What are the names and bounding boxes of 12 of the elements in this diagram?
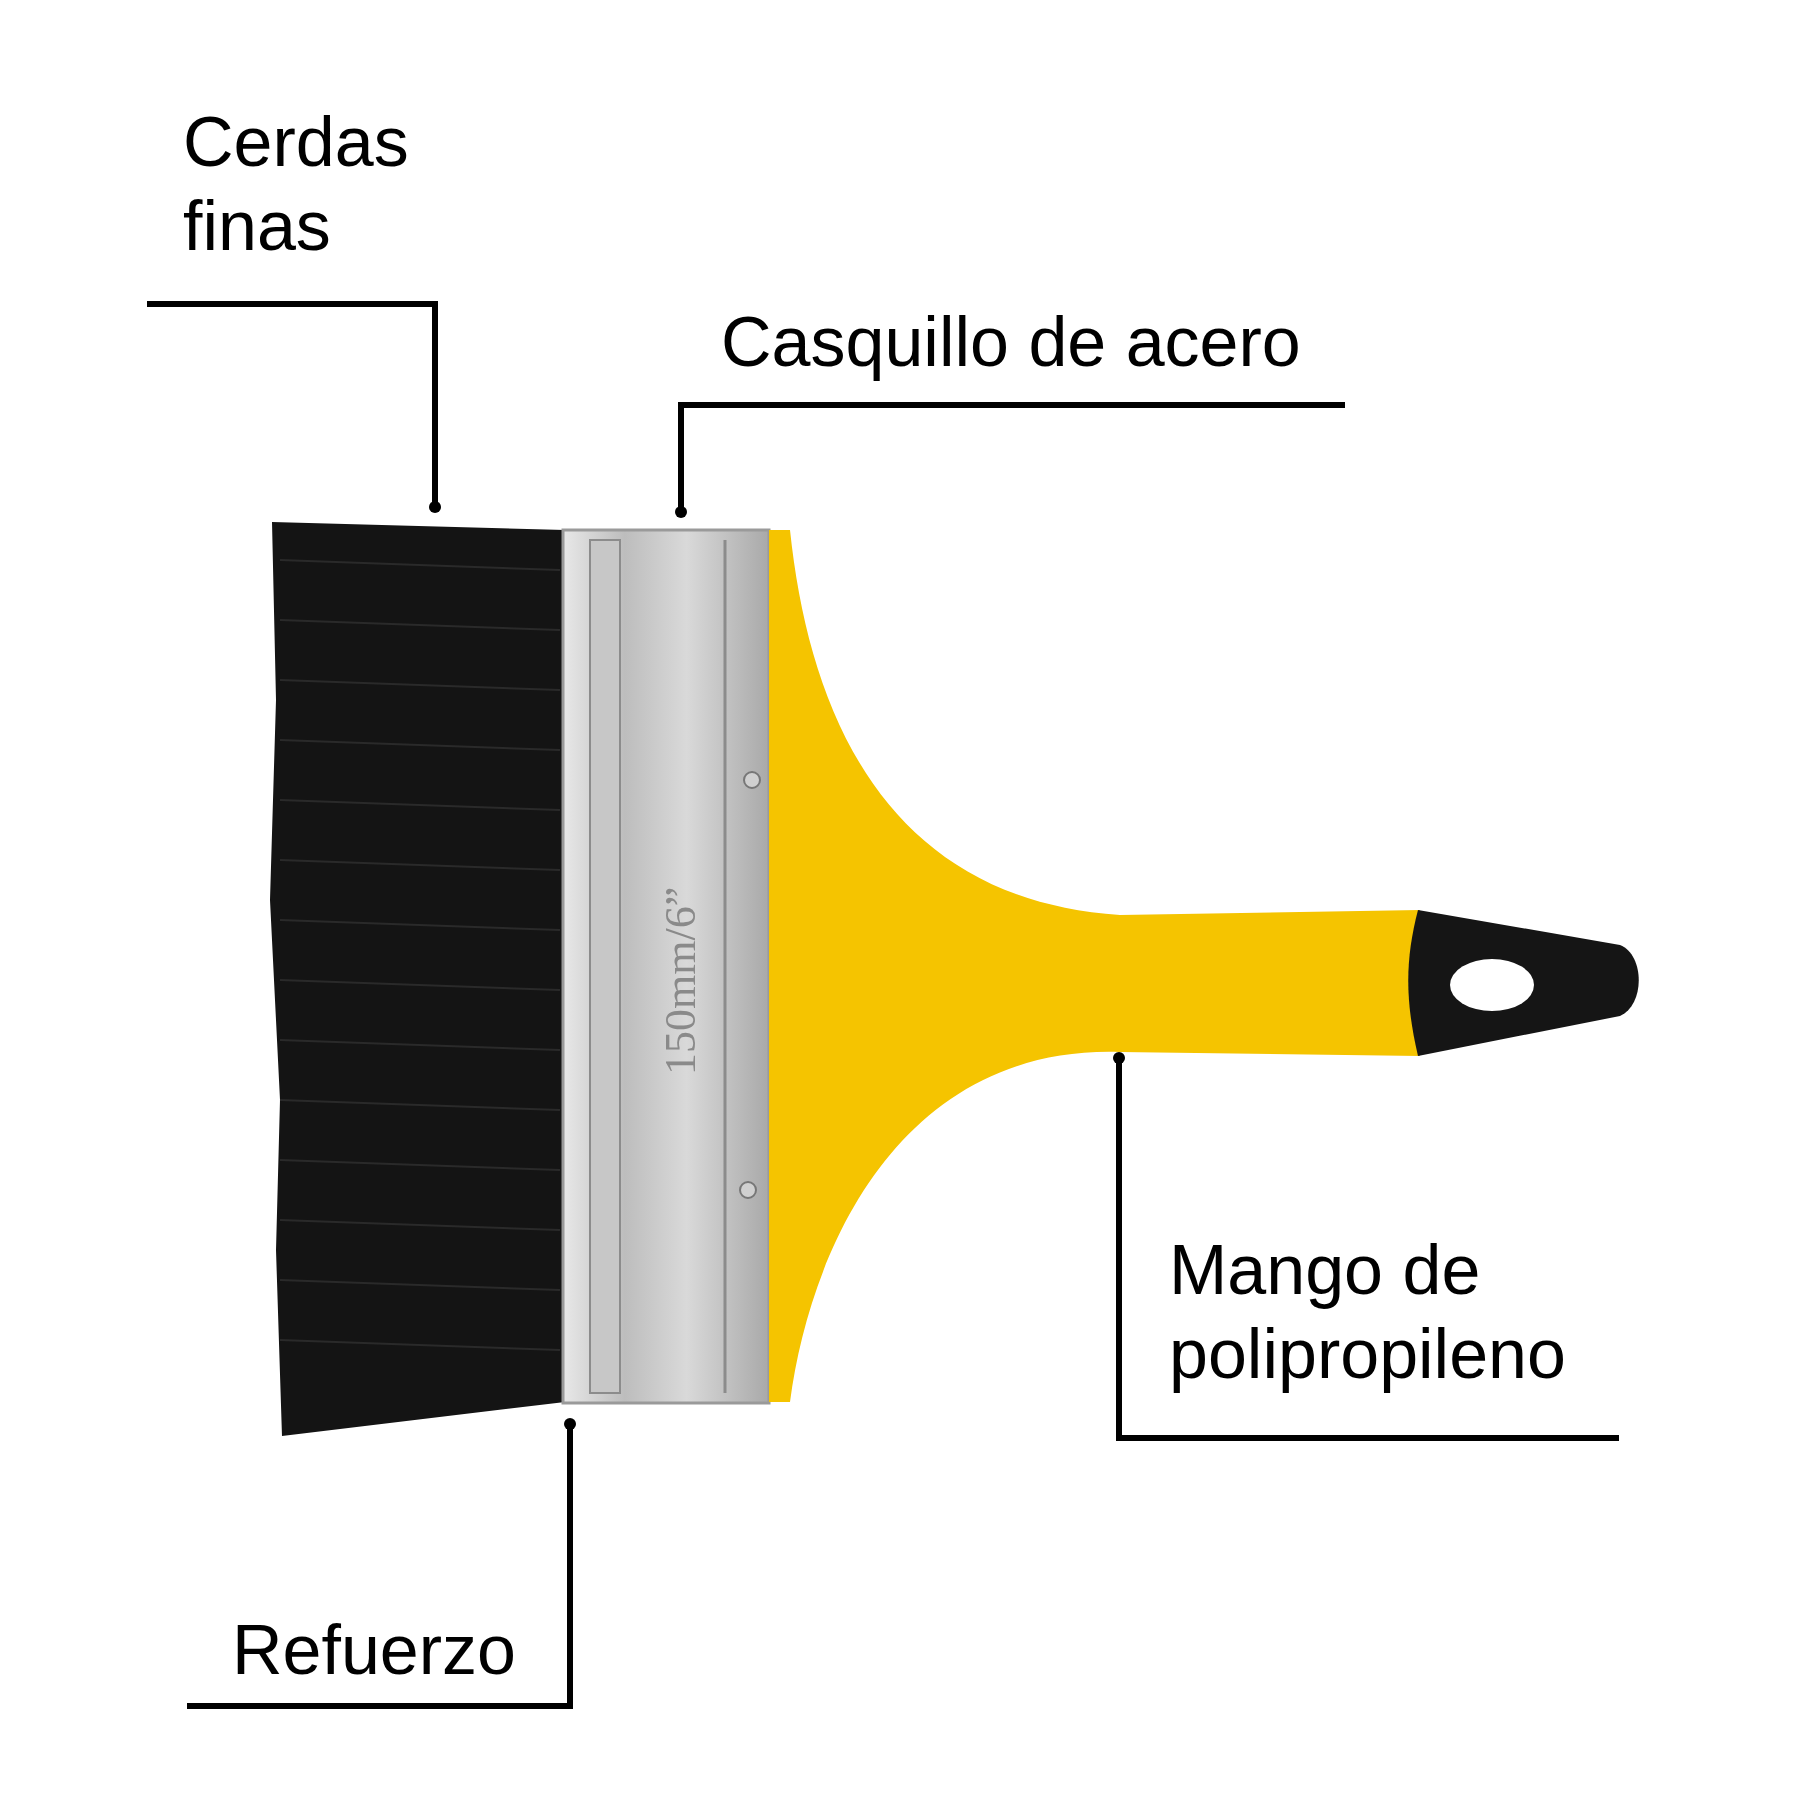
callout-label: Mango de polipropileno xyxy=(1169,1230,1567,1395)
callout-label: Refuerzo xyxy=(232,1610,518,1691)
leader-line xyxy=(187,1418,576,1709)
callout-label: Casquillo de acero xyxy=(721,302,1302,383)
size-marking: 150mm/6” xyxy=(655,886,706,1075)
leader-line xyxy=(147,301,441,513)
bristles-drawing xyxy=(270,522,565,1436)
ferrule-drawing xyxy=(561,528,771,1405)
leader-line xyxy=(675,402,1345,518)
leader-line xyxy=(1113,1052,1619,1441)
handle-drawing xyxy=(769,530,1639,1402)
callout-label: Cerdas finas xyxy=(183,102,410,267)
